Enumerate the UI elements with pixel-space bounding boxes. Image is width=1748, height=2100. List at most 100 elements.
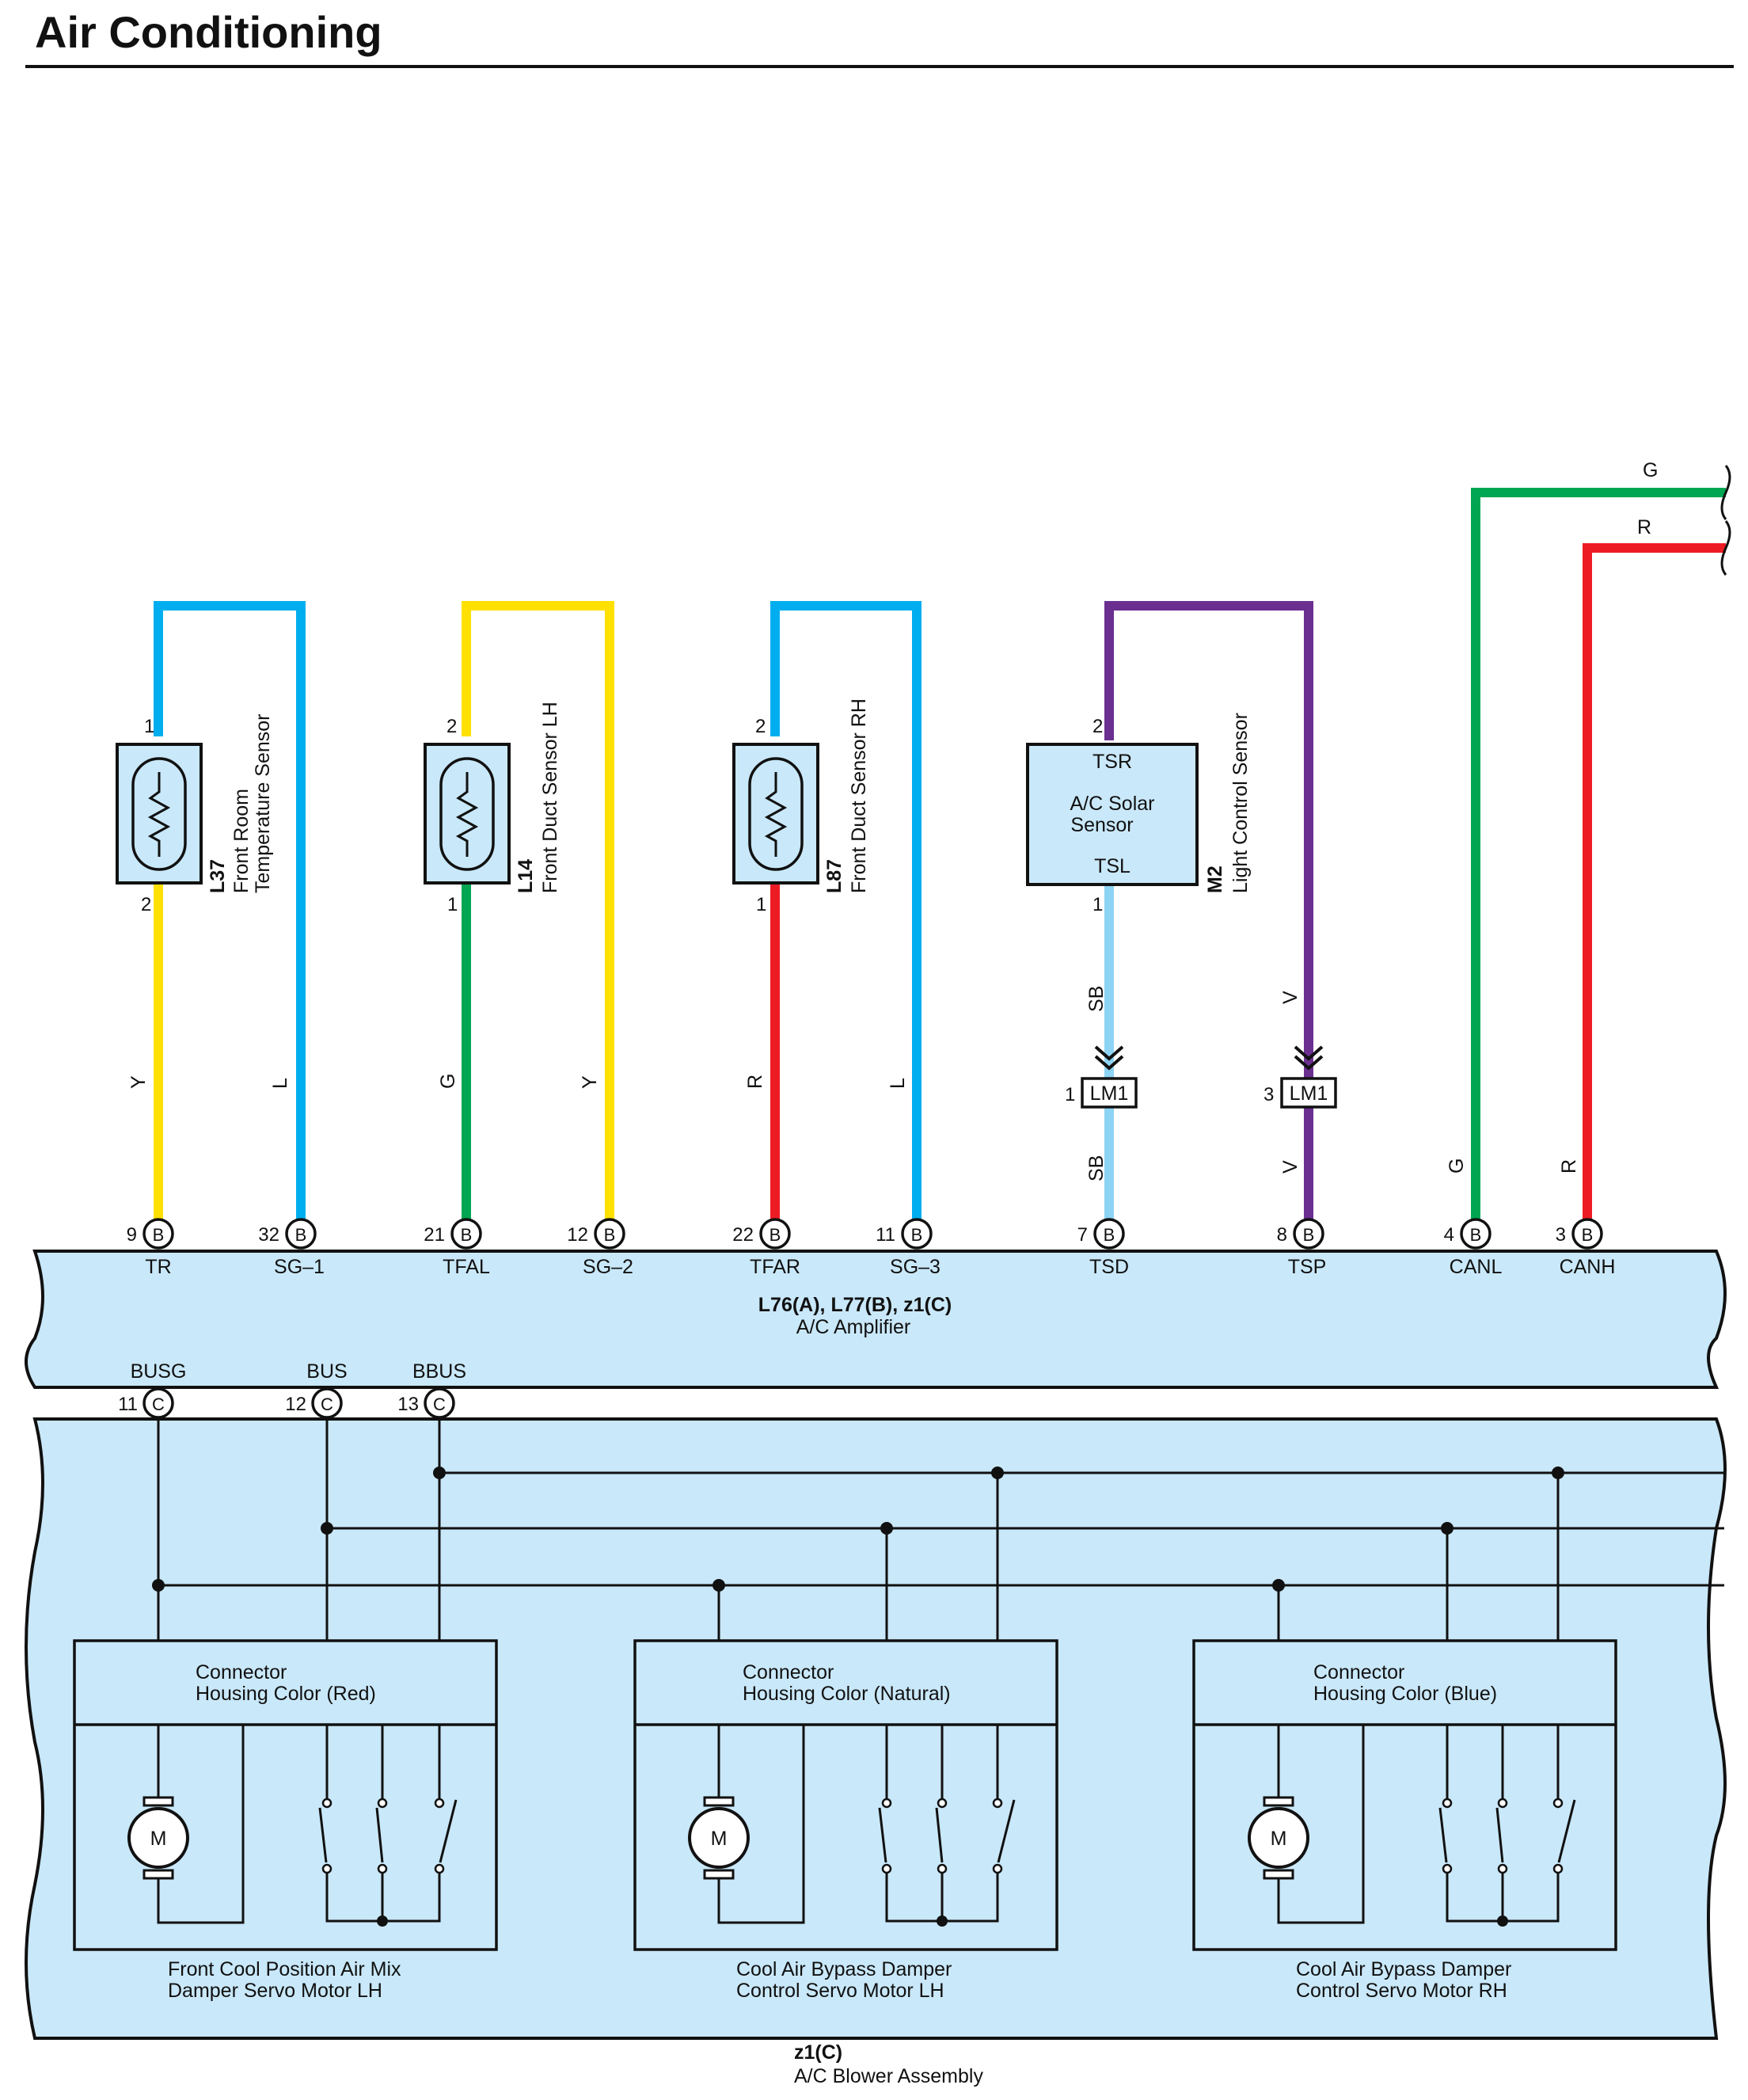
servo-motor-1: Connector Housing Color (Red) M Front Co… [73, 1639, 498, 2002]
sensor-code: L14 [515, 859, 537, 893]
switch-contact-icon [439, 1799, 458, 1863]
wire-color-label: R [744, 1075, 766, 1089]
pin-number: 8 [1277, 1224, 1287, 1246]
pin-number: 1 [756, 894, 766, 915]
wire-color-label: G [437, 1074, 459, 1089]
junction-dot-icon [321, 1522, 333, 1535]
terminal-tsl: TSL [1094, 855, 1130, 877]
wire-canh [1583, 543, 1726, 1223]
connector-pin-icon [1093, 1218, 1125, 1250]
connector-pin-icon [142, 1387, 174, 1419]
motor-brush-icon [703, 1869, 735, 1880]
connector-pin-icon [142, 1218, 174, 1250]
wire-color-label: Y [579, 1075, 601, 1089]
junction-lm1-3: LM1 3 [1264, 1045, 1337, 1109]
motor-icon [1248, 1807, 1309, 1869]
connector-letter: B [295, 1225, 307, 1245]
sensor-body [1026, 743, 1199, 886]
bus-wiring [152, 1417, 1724, 1641]
motor-brush-icon [1263, 1796, 1294, 1807]
junction-dot-icon [712, 1579, 725, 1592]
pin-number: 21 [424, 1224, 445, 1246]
wire-l87-sg3 [770, 601, 922, 1223]
connector-letter: B [1470, 1225, 1482, 1245]
motor-name-line1: Front Cool Position Air Mix [168, 1958, 401, 1980]
break-mark-icon [1720, 520, 1731, 576]
connector-pin-icon [424, 1387, 455, 1419]
pin-number: 11 [876, 1224, 895, 1246]
pin-number: 3 [1264, 1084, 1274, 1105]
chevron-down-icon [1294, 1045, 1324, 1061]
servo-motor-3: Connector Housing Color (Blue) M Cool Ai… [1192, 1639, 1617, 2002]
solar-name-line2: Sensor [1070, 814, 1133, 836]
wire-color-label: L [269, 1078, 291, 1089]
pin-number: 1 [144, 716, 154, 737]
resistor-icon [455, 772, 479, 857]
wires [154, 488, 1726, 1223]
switch-node-icon [377, 1798, 388, 1809]
switch-contact-icon [997, 1799, 1016, 1863]
motor-brush-icon [142, 1796, 174, 1807]
junction-label: LM1 [1090, 1082, 1129, 1105]
motor-name-line1: Cool Air Bypass Damper [1296, 1958, 1511, 1980]
motor-name-line2: Control Servo Motor LH [736, 1980, 944, 2002]
connector-pin-icon [1460, 1218, 1492, 1250]
motor-name-line2: Damper Servo Motor LH [168, 1980, 382, 2002]
terminal-name: CANL [1450, 1256, 1503, 1278]
page-title: Air Conditioning [35, 7, 382, 57]
switch-contact-icon [318, 1807, 328, 1863]
connector-pin-icon [759, 1218, 791, 1250]
switch-contact-icon [1557, 1799, 1576, 1863]
break-mark-icon [1720, 465, 1731, 520]
motor-icon [127, 1807, 189, 1869]
switch-node-icon [377, 1863, 388, 1874]
pin-number: 2 [446, 716, 457, 737]
thermistor-icon [439, 757, 495, 871]
junction-dot-icon [433, 1467, 446, 1479]
wire-l14-sg2 [462, 601, 614, 1223]
motor-brush-icon [142, 1869, 174, 1880]
motor-header-line1: Connector [1313, 1661, 1404, 1683]
connector-pin-icon [311, 1387, 343, 1419]
switch-contact-icon [1438, 1807, 1448, 1863]
offpage-color-r: R [1637, 516, 1651, 538]
solar-name-line1: A/C Solar [1070, 793, 1155, 815]
terminal-name: BUSG [131, 1360, 187, 1383]
junction-box [1280, 1077, 1337, 1109]
pin-number: 3 [1556, 1224, 1566, 1246]
wire-color-label: G [1446, 1158, 1468, 1174]
switch-node-icon [937, 1863, 948, 1874]
connector-pin-icon [1571, 1218, 1603, 1250]
sensor-name: Light Control Sensor [1229, 713, 1252, 893]
motor-symbol: M [711, 1828, 728, 1850]
sensor-name-line1: Front Duct Sensor LH [539, 702, 561, 893]
pin-number: 22 [732, 1224, 754, 1246]
switch-node-icon [881, 1798, 892, 1809]
bus-terminals: BUSG BUS BBUS [131, 1360, 466, 1383]
motor-icon [688, 1807, 750, 1869]
switch-contact-icon [375, 1807, 384, 1863]
resistor-icon [147, 772, 171, 857]
amplifier-body [25, 1250, 1727, 1389]
servo-motor-2: Connector Housing Color (Natural) M Cool… [633, 1639, 1058, 2002]
motor-box [73, 1639, 498, 1951]
motor-box [1192, 1639, 1617, 1951]
junction-dot-icon [377, 1915, 388, 1927]
thermistor-icon [748, 757, 804, 871]
switch-node-icon [1497, 1863, 1508, 1874]
sensor-l87: 2 1 L87 Front Duct Sensor RH [732, 698, 870, 915]
connector-letter: B [153, 1225, 165, 1245]
resistor-icon [764, 772, 788, 857]
terminal-name: SG–3 [890, 1256, 940, 1278]
terminal-name: TFAL [443, 1256, 490, 1278]
connector-letter: B [1104, 1225, 1115, 1245]
junction-dot-icon [1497, 1915, 1508, 1927]
switch-node-icon [937, 1798, 948, 1809]
motor-header-line2: Housing Color (Natural) [743, 1683, 951, 1705]
wire-tsp [1104, 601, 1313, 1223]
motor-wire [717, 1725, 805, 1924]
terminal-name: TSD [1089, 1256, 1129, 1278]
switch-contact-icon [878, 1807, 887, 1863]
terminal-name: BBUS [412, 1360, 466, 1383]
